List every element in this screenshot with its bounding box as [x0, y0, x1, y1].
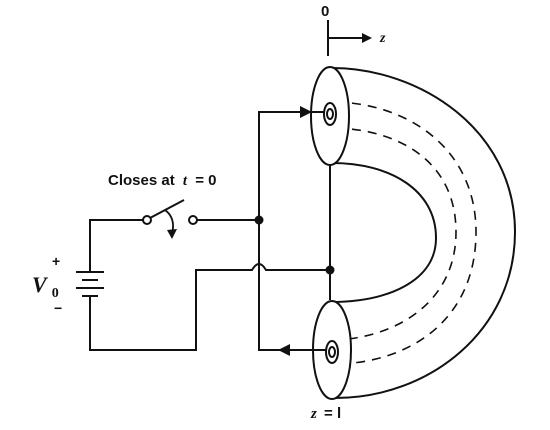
z-axis-arrowhead	[362, 33, 372, 43]
switch-right-contact	[188, 215, 198, 225]
input-end	[310, 66, 350, 166]
source-voltage-sub: 0	[52, 286, 59, 301]
source-minus: −	[54, 300, 62, 316]
z-axis: 0 z	[321, 3, 386, 56]
end-position-eq: = l	[324, 405, 341, 422]
inner-conductor-dash-outer	[335, 101, 477, 365]
inner-conductor-dash-inner	[335, 127, 457, 341]
circuit-wires	[89, 111, 331, 351]
end-position-z: z	[310, 406, 317, 422]
wire-source-to-switch	[89, 219, 143, 272]
origin-label: 0	[321, 3, 329, 20]
coaxial-line	[329, 67, 517, 399]
switch-caption: Closes at t = 0	[108, 172, 217, 189]
arrow-out-of-line	[278, 344, 290, 356]
outer-conductor-outer-edge	[331, 67, 517, 399]
switch-motion-arrowhead	[167, 229, 177, 239]
switch-caption-t: t	[183, 173, 188, 189]
input-inner-conductor-core	[326, 108, 334, 120]
arrow-into-line	[300, 106, 312, 118]
battery	[76, 271, 104, 297]
source-voltage-label: V 0	[32, 272, 59, 301]
switch	[142, 199, 198, 239]
switch-caption-eq: = 0	[195, 172, 216, 189]
switch-left-contact	[142, 215, 152, 225]
switch-caption-text: Closes at	[108, 172, 175, 189]
outer-conductor-inner-edge	[329, 162, 438, 303]
junction-dot-shield	[325, 265, 335, 275]
z-axis-label: z	[379, 31, 386, 46]
output-end	[312, 300, 352, 400]
wire-return	[89, 263, 330, 351]
switch-blade	[149, 199, 185, 219]
source-voltage-v: V	[32, 272, 49, 297]
output-inner-conductor-core	[328, 346, 336, 358]
source-plus: +	[52, 253, 60, 269]
end-position-label: z = l	[310, 405, 341, 422]
junction-dot-upper	[254, 215, 264, 225]
